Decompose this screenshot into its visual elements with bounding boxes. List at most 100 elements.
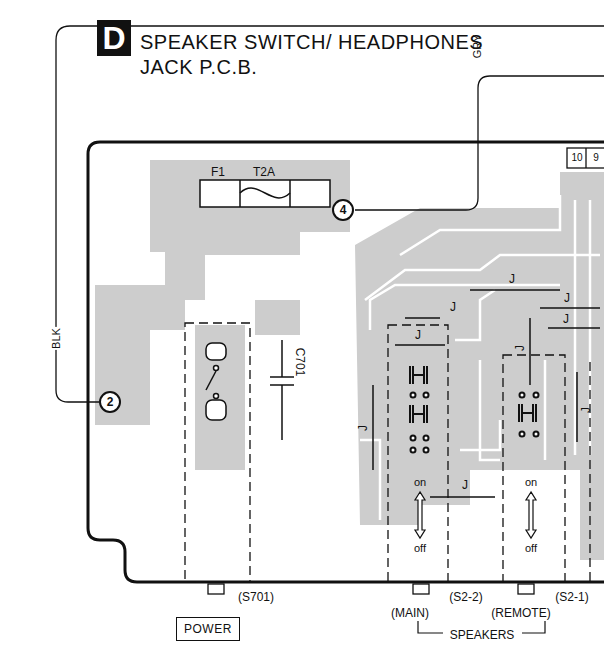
capacitor-symbol xyxy=(281,340,283,377)
fuse-symbol xyxy=(200,180,330,207)
jumper-mark: J xyxy=(563,313,569,325)
jumper-wire xyxy=(395,344,445,346)
pin-number: 10 xyxy=(571,153,582,163)
power-switch-symbol xyxy=(206,371,216,390)
connector-pins xyxy=(567,148,604,168)
switch-contacts xyxy=(520,393,525,398)
switch-outline xyxy=(185,323,250,582)
connector-pins xyxy=(567,148,604,168)
capacitor-symbol xyxy=(270,340,294,440)
switch-contacts xyxy=(411,448,416,453)
jumper-wire xyxy=(529,318,531,385)
trace xyxy=(231,255,234,325)
power-switch-symbol xyxy=(214,366,219,371)
trace xyxy=(460,420,500,450)
trace xyxy=(360,440,380,520)
power-switch-symbol xyxy=(206,343,226,360)
switch-contacts xyxy=(410,366,539,453)
switch-contacts xyxy=(534,432,539,437)
switch-contacts xyxy=(424,393,429,398)
switch-knob xyxy=(413,584,429,594)
jumper-mark: J xyxy=(450,301,456,313)
switch-position: on xyxy=(525,477,537,488)
bracket xyxy=(522,621,545,633)
switch-knob xyxy=(518,584,534,594)
jumper-wire xyxy=(470,289,560,291)
switch-outline xyxy=(388,325,448,582)
switch-contacts xyxy=(519,404,536,422)
jumper-mark: J xyxy=(514,345,526,351)
switch-contacts xyxy=(410,366,427,384)
connector-number: 2 xyxy=(99,391,121,413)
trace xyxy=(400,195,560,255)
pin-number: 9 xyxy=(593,153,599,163)
section-letter: D xyxy=(97,20,131,56)
switch-contacts xyxy=(410,405,427,423)
control-name: (REMOTE) xyxy=(491,607,550,619)
wire-color: BLK xyxy=(48,327,63,350)
switch-contacts xyxy=(424,436,429,441)
jumper-wire xyxy=(430,496,495,498)
switch-contacts xyxy=(520,432,525,437)
jumper-wire xyxy=(548,327,600,329)
copper-area xyxy=(150,160,350,300)
switch-outline xyxy=(503,355,565,582)
switch-contacts xyxy=(534,393,539,398)
board-outline xyxy=(88,142,604,582)
board-title: SPEAKER SWITCH/ HEADPHONES JACK P.C.B. xyxy=(140,30,500,80)
capacitor-symbol xyxy=(281,385,283,440)
copper-area xyxy=(95,285,185,425)
trace xyxy=(209,255,212,325)
jumper-wire xyxy=(405,317,440,319)
jumper-wire xyxy=(540,307,600,309)
part-name: (S701) xyxy=(238,591,274,603)
connector-number-text: 4 xyxy=(340,203,347,217)
switch-contacts xyxy=(411,436,416,441)
part-name: C701 xyxy=(294,348,306,377)
switch-position: off xyxy=(414,543,426,554)
copper-area xyxy=(195,325,245,470)
capacitor-symbol xyxy=(270,376,294,378)
part-value: T2A xyxy=(253,166,275,178)
power-switch-symbol xyxy=(214,394,219,399)
part-name: (S2-1) xyxy=(555,591,588,603)
control-name: (MAIN) xyxy=(391,607,429,619)
slide-arrow xyxy=(526,492,536,538)
fuse-symbol xyxy=(200,180,330,207)
part-name: F1 xyxy=(211,166,225,178)
wire-color: GRY xyxy=(472,34,483,58)
switch-contacts xyxy=(411,393,416,398)
switch-contacts xyxy=(424,448,429,453)
control-name: POWER xyxy=(176,617,240,641)
section-letter-text: D xyxy=(102,20,125,57)
trace xyxy=(480,360,500,460)
jumper-mark: J xyxy=(415,329,421,341)
gry-wire xyxy=(355,76,604,210)
part-name: (S2-2) xyxy=(449,591,482,603)
copper-area xyxy=(95,160,604,560)
switch-knob xyxy=(208,584,224,594)
trace xyxy=(455,290,495,340)
slide-arrow xyxy=(415,492,425,538)
fuse-symbol xyxy=(240,188,290,198)
switch-outline xyxy=(589,362,590,582)
connector-number: 4 xyxy=(332,199,354,221)
bracket xyxy=(418,621,443,633)
connector-pins xyxy=(585,148,586,168)
slide-arrow xyxy=(415,492,536,538)
power-switch-symbol xyxy=(206,400,226,420)
copper-area xyxy=(255,300,300,335)
power-switch-symbol xyxy=(206,343,226,420)
jumper-mark: J xyxy=(462,479,468,491)
copper-area xyxy=(355,172,604,560)
jumper-wire xyxy=(373,290,600,497)
jumper-wire xyxy=(576,372,578,442)
switch-position: off xyxy=(525,543,537,554)
control-name-text: POWER xyxy=(184,622,232,636)
connector-number-text: 2 xyxy=(107,395,114,409)
trace xyxy=(210,195,600,520)
jumper-mark: J xyxy=(564,292,570,304)
jumper-wire xyxy=(372,385,374,470)
control-name: SPEAKERS xyxy=(450,629,515,641)
